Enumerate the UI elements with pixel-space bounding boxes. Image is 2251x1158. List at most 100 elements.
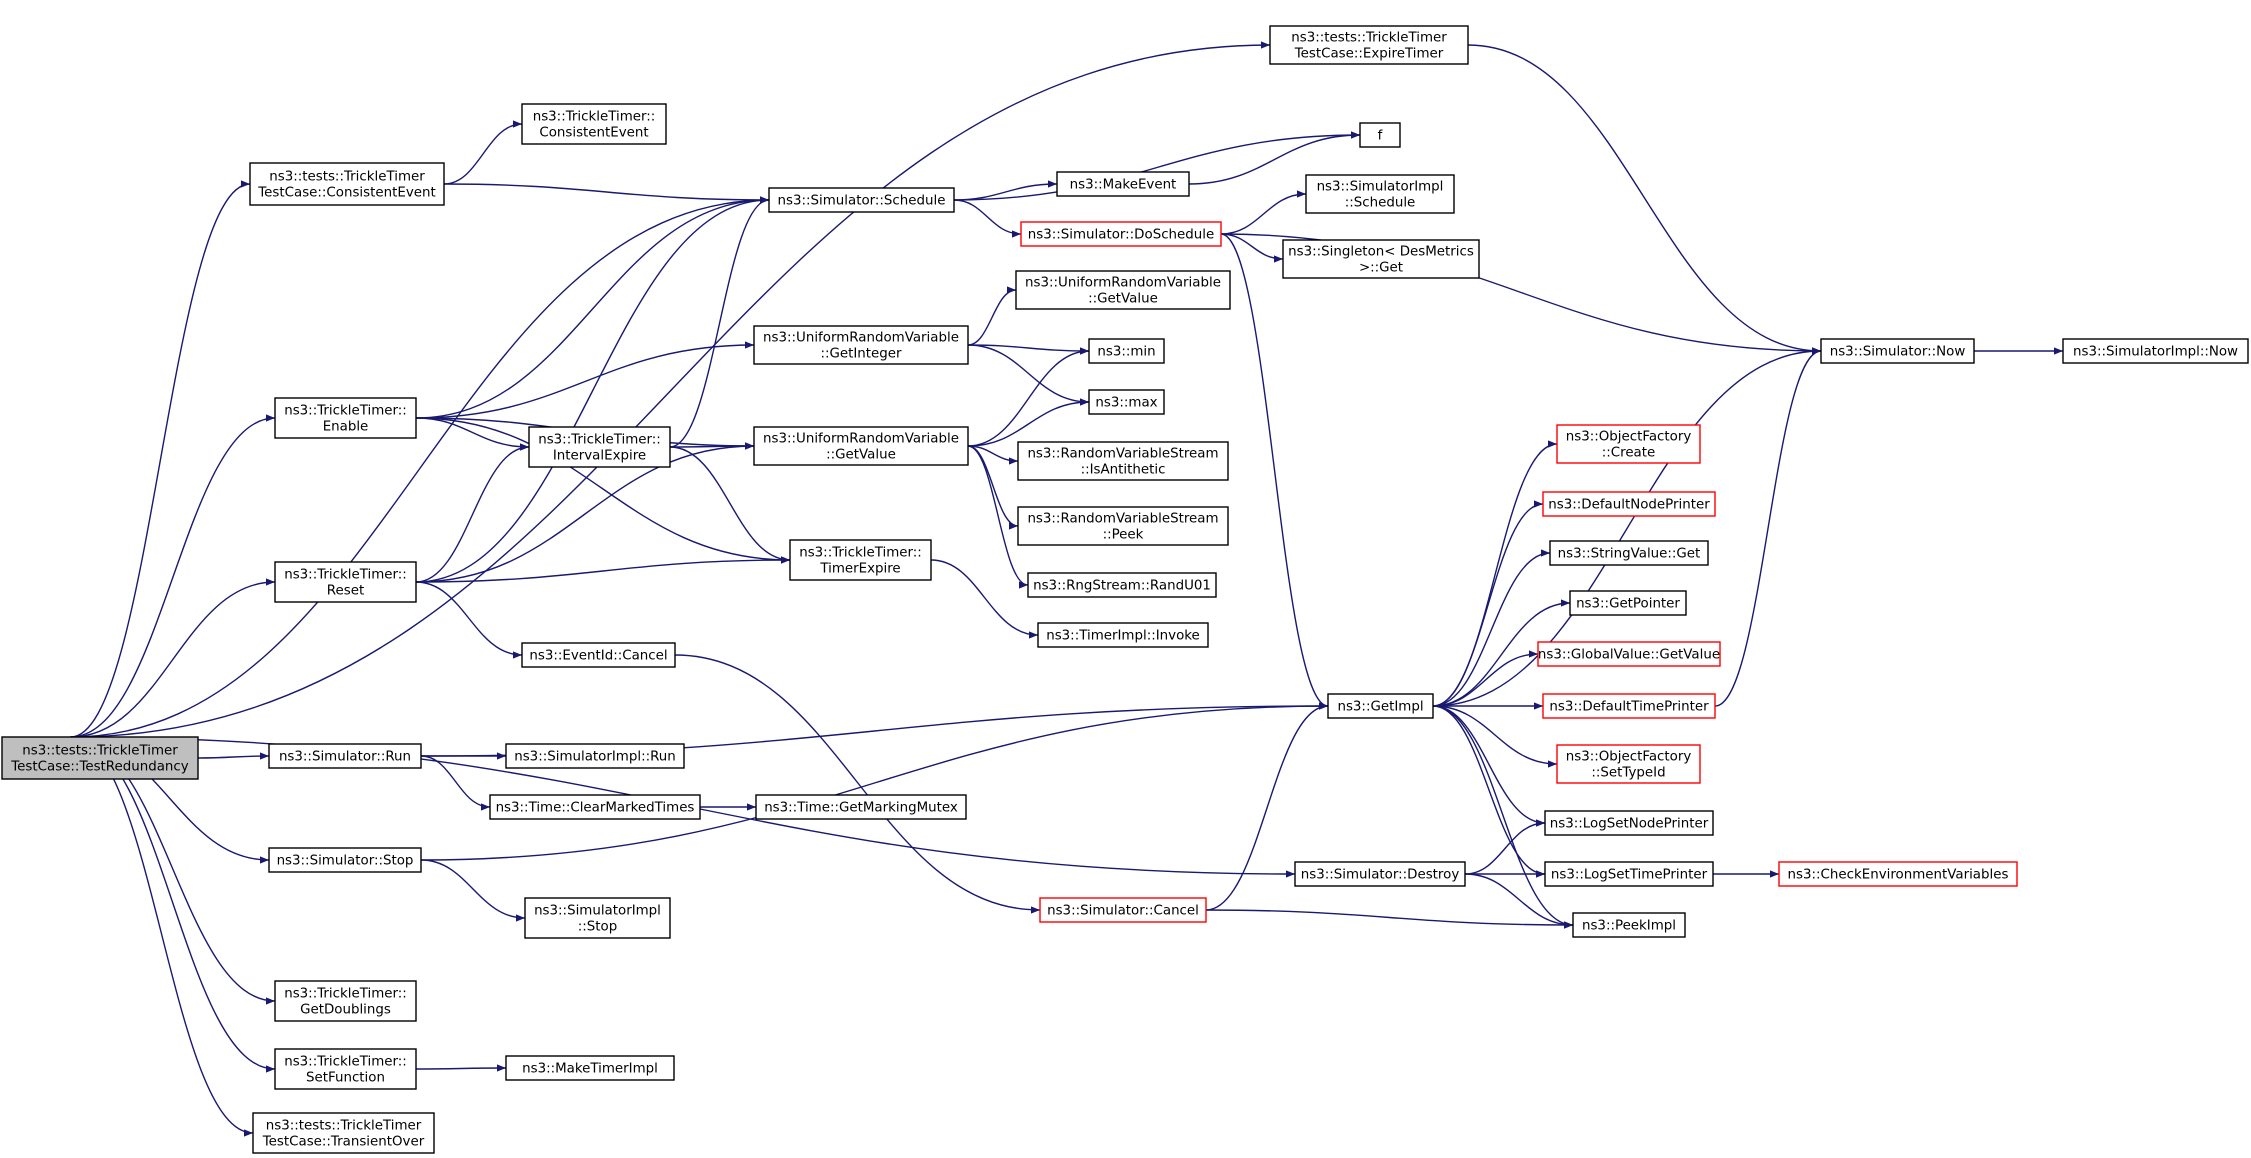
- node-label: ns3::TrickleTimer::: [533, 110, 656, 125]
- node-eventid-cancel[interactable]: ns3::EventId::Cancel: [521, 642, 676, 668]
- function-nodes: ns3::tests::TrickleTimerTestCase::TestRe…: [1, 25, 2249, 1154]
- node-label: ns3::LogSetNodePrinter: [1550, 817, 1709, 832]
- call-edge-urv_getvalue-to-rvs_peek: [967, 445, 1019, 530]
- node-min[interactable]: ns3::min: [1088, 338, 1165, 364]
- node-simimpl-schedule[interactable]: ns3::SimulatorImpl::Schedule: [1305, 174, 1455, 214]
- node-test-redundancy[interactable]: ns3::tests::TrickleTimerTestCase::TestRe…: [1, 736, 199, 780]
- node-rvs-isantithetic[interactable]: ns3::RandomVariableStream::IsAntithetic: [1017, 441, 1229, 481]
- node-f[interactable]: f: [1359, 122, 1401, 148]
- call-edge-sim_stop-to-getimpl: [420, 702, 1329, 861]
- call-edge-tt_interval_expire-to-sim_schedule: [669, 196, 770, 448]
- call-edge-test_redundancy-to-tt_setfunction: [70, 736, 276, 1073]
- node-box: [274, 980, 417, 1022]
- node-tt-getdoublings[interactable]: ns3::TrickleTimer::GetDoublings: [274, 980, 417, 1022]
- node-tc-consistent-event[interactable]: ns3::tests::TrickleTimerTestCase::Consis…: [249, 162, 445, 206]
- node-make-event[interactable]: ns3::MakeEvent: [1056, 171, 1190, 197]
- node-tt-interval-expire[interactable]: ns3::TrickleTimer::IntervalExpire: [528, 426, 671, 468]
- node-urv-getvalue[interactable]: ns3::UniformRandomVariable::GetValue: [753, 426, 969, 466]
- node-label: ns3::Time::GetMarkingMutex: [764, 801, 958, 816]
- call-edge-test_redundancy-to-expire_timer: [70, 41, 1271, 738]
- call-edge-getimpl-to-stringvalue_get: [1432, 549, 1551, 707]
- node-globalvalue-getvalue[interactable]: ns3::GlobalValue::GetValue: [1537, 641, 1721, 667]
- node-urv-getinteger[interactable]: ns3::UniformRandomVariable::GetInteger: [753, 325, 969, 365]
- node-stringvalue-get[interactable]: ns3::StringValue::Get: [1549, 540, 1709, 566]
- node-transient-over[interactable]: ns3::tests::TrickleTimerTestCase::Transi…: [252, 1112, 435, 1154]
- node-sim-cancel[interactable]: ns3::Simulator::Cancel: [1039, 897, 1207, 923]
- node-label: ns3::LogSetTimePrinter: [1551, 868, 1708, 883]
- node-label: ::SetTypeId: [1591, 766, 1665, 781]
- node-label: ns3::DefaultTimePrinter: [1549, 700, 1709, 715]
- node-label: ::Peek: [1103, 528, 1144, 543]
- node-sim-now[interactable]: ns3::Simulator::Now: [1820, 338, 1975, 364]
- node-box: [274, 397, 417, 439]
- call-edge-urv_getvalue-to-rvs_isantithetic: [967, 445, 1019, 465]
- node-tt-reset[interactable]: ns3::TrickleTimer::Reset: [274, 561, 417, 603]
- node-label: ns3::TrickleTimer::: [284, 568, 407, 583]
- node-tt-enable[interactable]: ns3::TrickleTimer::Enable: [274, 397, 417, 439]
- node-box: [1544, 861, 1714, 887]
- node-log-node-printer[interactable]: ns3::LogSetNodePrinter: [1544, 810, 1714, 836]
- node-label: TimerExpire: [819, 562, 900, 577]
- node-label: ns3::Simulator::Run: [279, 750, 411, 765]
- node-box: [2062, 338, 2249, 364]
- node-of-create[interactable]: ns3::ObjectFactory::Create: [1556, 424, 1701, 464]
- call-edge-tt_reset-to-eventid_cancel: [415, 581, 523, 659]
- node-label: ns3::SimulatorImpl::Run: [514, 750, 676, 765]
- node-label: ns3::SimulatorImpl: [1317, 180, 1444, 195]
- node-singleton-get[interactable]: ns3::Singleton< DesMetrics>::Get: [1282, 239, 1480, 279]
- node-expire-timer[interactable]: ns3::tests::TrickleTimerTestCase::Expire…: [1269, 25, 1469, 65]
- node-label: ::GetValue: [1088, 292, 1158, 307]
- node-sim-destroy[interactable]: ns3::Simulator::Destroy: [1294, 861, 1466, 887]
- node-tt-consistent-event[interactable]: ns3::TrickleTimer::ConsistentEvent: [521, 103, 667, 145]
- node-simimpl-run[interactable]: ns3::SimulatorImpl::Run: [505, 743, 685, 769]
- node-label: ns3::Singleton< DesMetrics: [1288, 245, 1474, 260]
- node-box: [753, 325, 969, 365]
- node-time-mutex[interactable]: ns3::Time::GetMarkingMutex: [755, 794, 967, 820]
- node-timerimpl-invoke[interactable]: ns3::TimerImpl::Invoke: [1037, 622, 1209, 648]
- node-default-node-printer[interactable]: ns3::DefaultNodePrinter: [1542, 491, 1716, 517]
- node-rvs-peek[interactable]: ns3::RandomVariableStream::Peek: [1017, 506, 1229, 546]
- node-getimpl[interactable]: ns3::GetImpl: [1327, 693, 1434, 719]
- node-tt-setfunction[interactable]: ns3::TrickleTimer::SetFunction: [274, 1048, 417, 1090]
- node-getpointer[interactable]: ns3::GetPointer: [1569, 590, 1687, 616]
- node-label: ns3::UniformRandomVariable: [1025, 276, 1221, 291]
- node-label: ::IsAntithetic: [1081, 463, 1166, 478]
- node-sim-schedule[interactable]: ns3::Simulator::Schedule: [768, 187, 955, 213]
- call-edge-tt_enable-to-tt_timer_expire: [415, 417, 791, 564]
- node-default-time-printer[interactable]: ns3::DefaultTimePrinter: [1542, 693, 1716, 719]
- node-check-env[interactable]: ns3::CheckEnvironmentVariables: [1778, 861, 2018, 887]
- node-label: ::Stop: [578, 920, 617, 935]
- node-simimpl-now[interactable]: ns3::SimulatorImpl::Now: [2062, 338, 2249, 364]
- node-sim-run[interactable]: ns3::Simulator::Run: [268, 743, 422, 769]
- call-edge-urv_getinteger-to-urv_getvalue_top: [967, 286, 1017, 346]
- node-box: [252, 1112, 435, 1154]
- node-of-settypeid[interactable]: ns3::ObjectFactory::SetTypeId: [1556, 744, 1701, 784]
- node-box: [528, 426, 671, 468]
- call-edge-sim_cancel-to-peekimpl: [1205, 909, 1574, 929]
- node-peekimpl[interactable]: ns3::PeekImpl: [1572, 912, 1686, 938]
- node-box: [1778, 861, 2018, 887]
- node-label: TestCase::ExpireTimer: [1294, 47, 1444, 62]
- node-sim-stop[interactable]: ns3::Simulator::Stop: [268, 847, 422, 873]
- call-edge-eventid_cancel-to-sim_cancel: [674, 654, 1041, 914]
- node-max[interactable]: ns3::max: [1088, 389, 1165, 415]
- node-do-schedule[interactable]: ns3::Simulator::DoSchedule: [1020, 221, 1222, 247]
- node-urv-getvalue-top[interactable]: ns3::UniformRandomVariable::GetValue: [1015, 270, 1231, 310]
- node-label: TestCase::TransientOver: [262, 1135, 425, 1150]
- call-edge-test_redundancy-to-sim_schedule: [70, 196, 770, 738]
- node-label: Reset: [327, 584, 364, 599]
- call-edge-getimpl-to-default_node_printer: [1432, 500, 1544, 707]
- node-label: ns3::TrickleTimer::: [799, 546, 922, 561]
- node-tt-timer-expire[interactable]: ns3::TrickleTimer::TimerExpire: [789, 539, 932, 581]
- node-make-timer-impl[interactable]: ns3::MakeTimerImpl: [505, 1055, 675, 1081]
- node-rng-randu01[interactable]: ns3::RngStream::RandU01: [1027, 572, 1217, 598]
- node-label: ::Schedule: [1345, 196, 1416, 211]
- node-label: ns3::TrickleTimer::: [284, 987, 407, 1002]
- node-time-clear[interactable]: ns3::Time::ClearMarkedTimes: [489, 794, 701, 820]
- call-edge-urv_getvalue-to-max: [967, 398, 1090, 447]
- call-edge-test_redundancy-to-tc_consistent_event: [70, 180, 251, 738]
- call-edge-urv_getvalue-to-rng_randu01: [967, 445, 1029, 589]
- node-log-time-printer[interactable]: ns3::LogSetTimePrinter: [1544, 861, 1714, 887]
- node-label: >::Get: [1359, 261, 1403, 276]
- node-simimpl-stop[interactable]: ns3::SimulatorImpl::Stop: [524, 897, 671, 939]
